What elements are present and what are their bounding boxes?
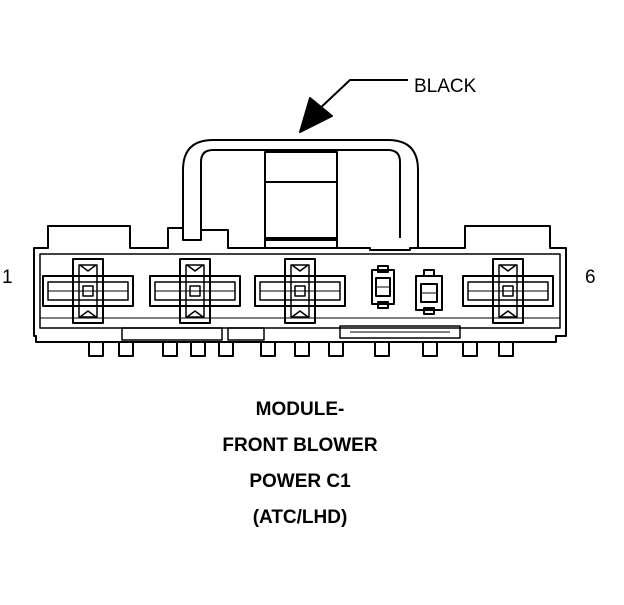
terminal-tab <box>294 341 310 357</box>
terminal-tab <box>462 341 478 357</box>
caption-line: POWER C1 <box>249 471 351 492</box>
small-cavity-5 <box>415 269 443 315</box>
terminal-cavities <box>42 258 554 324</box>
terminal-tab <box>328 341 344 357</box>
wire-color-label: BLACK <box>414 76 477 97</box>
small-cavity-4 <box>371 265 395 309</box>
terminal-tab <box>260 341 276 357</box>
large-cavity <box>149 258 241 324</box>
connector-body <box>33 225 567 343</box>
lock-hood <box>182 139 419 249</box>
terminal-tab <box>118 341 134 357</box>
terminal-tab <box>162 341 178 357</box>
large-cavity <box>462 258 554 324</box>
large-cavity <box>254 258 346 324</box>
terminal-tab <box>498 341 514 357</box>
connector-caption: MODULE- FRONT BLOWER POWER C1 (ATC/LHD) <box>150 398 450 542</box>
pin-1-label: 1 <box>2 267 13 288</box>
caption-line: FRONT BLOWER <box>222 435 378 456</box>
terminal-tab <box>374 341 390 357</box>
terminal-tab <box>422 341 438 357</box>
terminal-tab <box>88 341 104 357</box>
leader-arrow <box>299 79 408 133</box>
terminal-tabs <box>88 341 514 357</box>
pin-6-label: 6 <box>585 267 596 288</box>
terminal-tab <box>218 341 234 357</box>
caption-line: (ATC/LHD) <box>252 507 348 528</box>
terminal-tab <box>190 341 206 357</box>
caption-line: MODULE- <box>255 399 345 420</box>
large-cavity <box>42 258 134 324</box>
